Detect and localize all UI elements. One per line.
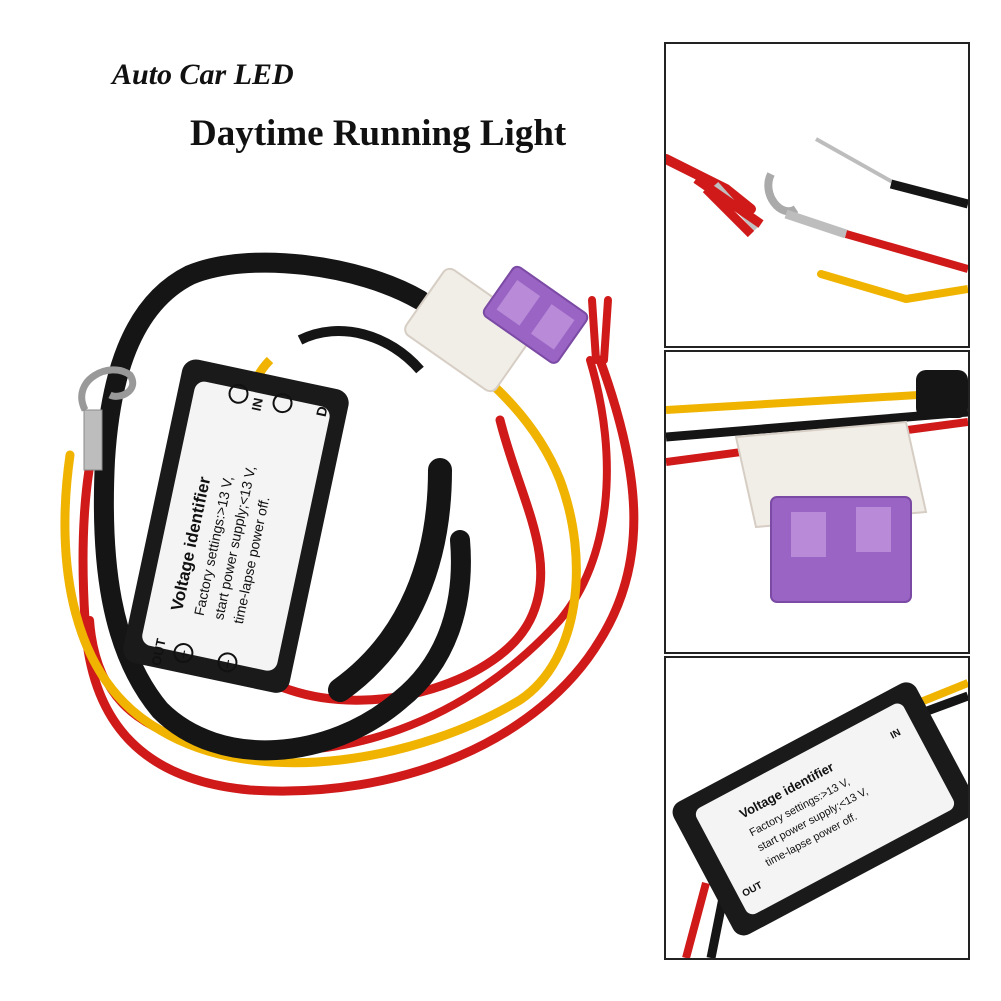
detail-panel-fuse <box>664 350 970 654</box>
black-wire <box>93 252 471 761</box>
in-label-closeup: IN <box>889 727 903 741</box>
product-title-line2: Daytime Running Light <box>190 113 567 154</box>
plus-symbol: + <box>175 648 194 661</box>
yellow-wire <box>60 325 581 768</box>
ring-terminal <box>78 366 136 471</box>
red-wire-end <box>600 296 612 364</box>
voltage-identifier-module: Voltage identifier Factory settings:>13 … <box>123 359 349 693</box>
main-product-image: Voltage identifier Factory settings:>13 … <box>60 252 639 796</box>
detail-panel-module: Voltage identifier Factory settings:>13 … <box>664 656 970 960</box>
black-wire <box>297 326 424 374</box>
minus-symbol: − <box>219 658 238 671</box>
fuse-holder <box>404 265 589 393</box>
black-wire <box>328 458 452 702</box>
out-label: OUT <box>148 637 168 667</box>
product-title-line1: Auto Car LED <box>112 58 294 91</box>
d-label: D <box>313 405 331 418</box>
in-label: IN <box>249 396 266 412</box>
red-wire-end <box>588 296 600 364</box>
red-wire <box>78 355 639 796</box>
detail-panel-terminals <box>664 42 970 348</box>
